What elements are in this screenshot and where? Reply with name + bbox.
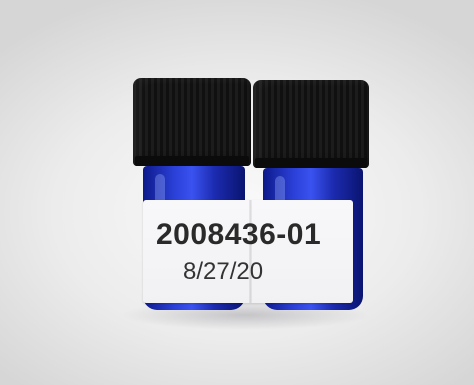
sample-id-text: 2008436-01: [156, 218, 322, 251]
label-seam: [249, 200, 252, 303]
vial-left-cap: [133, 78, 251, 166]
vial-left-highlight: [155, 174, 165, 214]
vial-left-cap-rim: [135, 156, 249, 166]
sample-label: 2008436-01 8/27/20: [143, 200, 353, 303]
vial-right-cap-rim: [255, 158, 367, 168]
sample-date-text: 8/27/20: [183, 258, 264, 285]
vial-right-highlight: [275, 176, 285, 216]
vial-right-cap: [253, 80, 369, 168]
